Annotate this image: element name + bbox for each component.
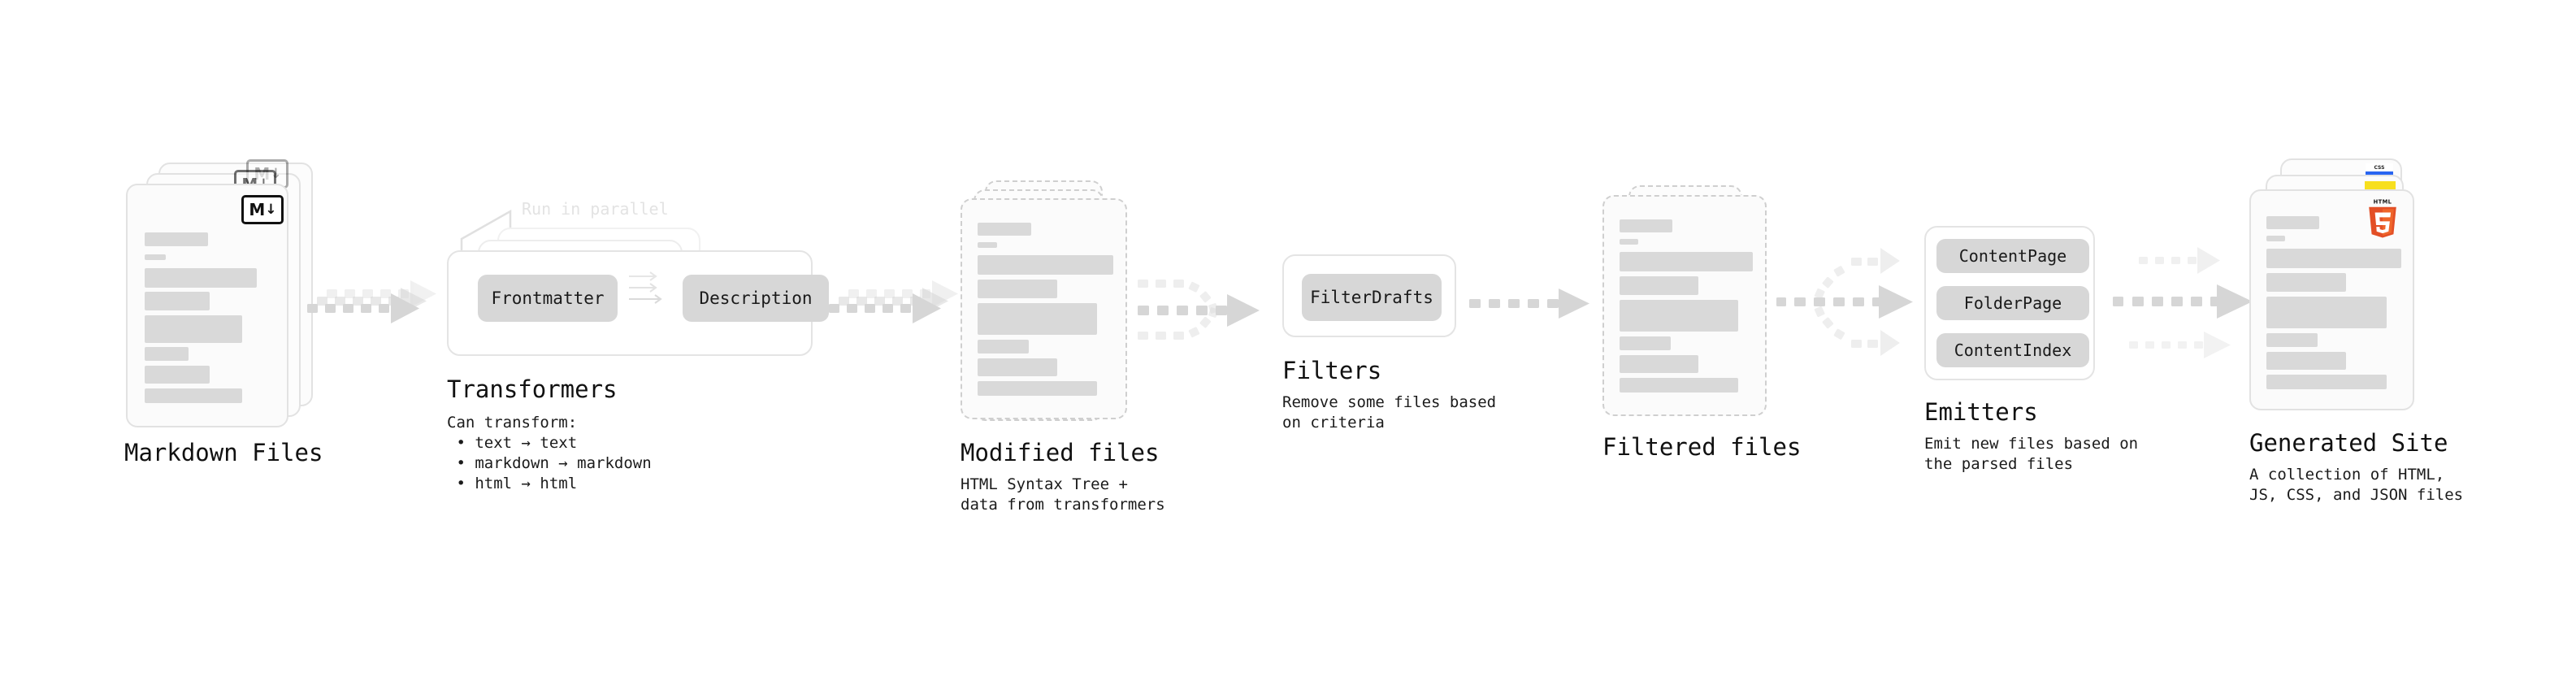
markdown-logo-arrow: ↓ [265,201,276,218]
skeleton-line [2266,249,2401,268]
skeleton-line [1620,336,1671,350]
markdown-files-caption: Markdown Files [124,439,323,466]
emitters-box: ContentPage FolderPage ContentIndex [1924,226,2095,380]
filters-caption: Filters [1282,357,1382,384]
skeleton-line [2266,236,2285,241]
transformer-pill-frontmatter[interactable]: Frontmatter [478,275,618,322]
emitters-caption: Emitters [1924,398,2038,426]
filtered-file-stack [1602,185,1773,421]
filtered-card-front [1602,195,1767,416]
connector-modified-to-filters [1138,280,1260,340]
skeleton-line [1620,252,1753,271]
modified-files-caption: Modified files [961,439,1160,466]
skeleton-line [978,340,1029,354]
modified-files-subcaption: HTML Syntax Tree + data from transformer… [961,475,1165,514]
css-badge-bar [2366,171,2393,175]
skeleton-line [145,347,189,361]
css-badge-icon: CSS [2366,163,2393,175]
skeleton-line [1620,378,1738,393]
stage-markdown-files: M↓ M↓ M↓ Mark [124,159,323,466]
modified-file-stack [961,180,1135,424]
emitter-pill-contentindex-label: ContentIndex [1954,340,2072,360]
skeleton-line [2266,352,2346,370]
generated-site-caption: Generated Site [2249,429,2448,457]
stage-filtered-files: Filtered files [1602,185,1801,461]
transformer-inner-arrows [629,271,662,304]
skeleton-line [2266,333,2318,347]
skeleton-line [145,232,208,246]
markdown-logo-icon: M↓ [241,195,284,224]
filters-box: FilterDrafts [1282,254,1456,337]
skeleton-line [145,315,242,343]
svg-text:HTML: HTML [2374,199,2392,206]
connector-filtered-to-emitters [1776,248,1913,356]
filtered-files-caption: Filtered files [1602,433,1802,461]
skeleton-line [145,292,210,310]
html5-logo-icon: HTML [2369,199,2396,238]
skeleton-line [1620,239,1638,245]
transformers-subcaption: Can transform: • text → text • markdown … [447,414,652,492]
skeleton-line [145,366,210,384]
skeleton-line [978,255,1113,275]
css-badge-label: CSS [2374,165,2385,171]
skeleton-line [145,254,166,260]
generated-site-stack: CSS HTML [2249,158,2436,419]
skeleton-line [2266,216,2319,229]
transformer-pill-description[interactable]: Description [683,275,829,322]
transformers-caption: Transformers [447,375,618,403]
emitter-pill-folderpage-label: FolderPage [1963,293,2062,313]
modified-card-front [961,198,1127,419]
skeleton-line [145,388,242,403]
skeleton-line [1620,219,1672,232]
connector-markdown-to-transformers [307,280,436,323]
skeleton-line [978,242,997,248]
skeleton-line [978,381,1097,396]
skeleton-line [1620,355,1698,373]
skeleton-line [2266,375,2387,389]
site-card-front: HTML [2249,189,2414,410]
markdown-logo-letter: M [249,200,265,219]
stage-generated-site: CSS HTML [2249,158,2463,504]
transformer-pill-frontmatter-label: Frontmatter [491,288,605,308]
generated-site-subcaption: A collection of HTML, JS, CSS, and JSON … [2249,466,2464,504]
skeleton-line [978,223,1031,236]
markdown-file-stack: M↓ M↓ M↓ [126,159,313,427]
emitters-subcaption: Emit new files based on the parsed files [1924,435,2139,473]
connector-transformers-to-modified [829,280,958,323]
transformer-pill-description-label: Description [699,288,813,308]
emitter-pill-folderpage[interactable]: FolderPage [1936,286,2089,320]
skeleton-line [978,280,1057,298]
skeleton-line [2266,297,2387,328]
filter-pill-filterdrafts[interactable]: FilterDrafts [1302,274,1442,321]
filter-pill-filterdrafts-label: FilterDrafts [1310,288,1433,307]
skeleton-line [1620,300,1738,332]
emitter-pill-contentindex[interactable]: ContentIndex [1936,333,2089,367]
emitter-pill-contentpage[interactable]: ContentPage [1936,239,2089,273]
stage-modified-files: Modified files HTML Syntax Tree + data f… [961,180,1165,514]
skeleton-line [978,358,1057,376]
skeleton-line [978,303,1097,335]
skeleton-line [145,268,257,288]
run-in-parallel-label: Run in parallel [522,199,669,219]
skeleton-line [2266,273,2346,292]
markdown-card-front: M↓ [126,184,288,427]
connector-filters-to-filtered [1469,288,1589,319]
emitter-pill-contentpage-label: ContentPage [1958,246,2067,266]
skeleton-line [1620,276,1698,295]
connector-emitters-to-site [2113,247,2253,358]
filters-subcaption: Remove some files based on criteria [1282,393,1497,432]
